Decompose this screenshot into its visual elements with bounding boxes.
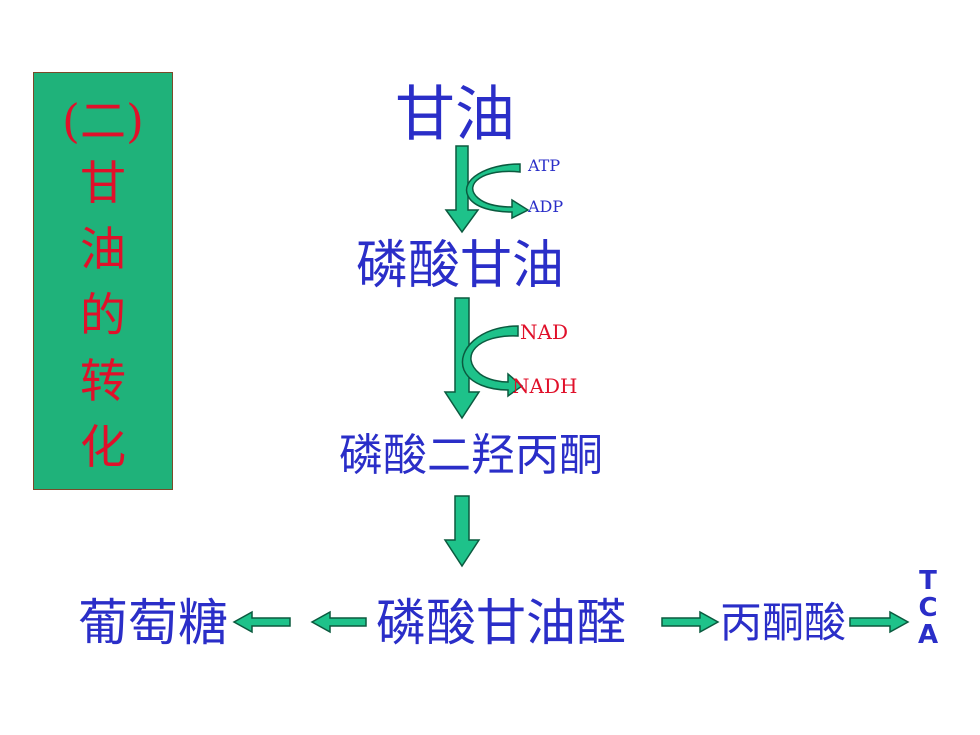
glycerol-phosphate-node: 磷酸甘油 (355, 236, 564, 296)
pyruvate-node: 丙酮酸 (719, 598, 846, 647)
tca-letter: A (917, 620, 939, 650)
tca-letter: C (918, 593, 938, 623)
title-panel: (二) 甘 油 的 转 化 (33, 72, 173, 490)
adp-label: ADP (528, 197, 564, 216)
down-arrow-2 (443, 297, 481, 420)
title-char: 甘 (80, 156, 126, 210)
right-arrow-2 (849, 610, 910, 634)
glycerol-node: 甘油 (395, 80, 515, 150)
title-char: 转 (80, 354, 126, 408)
tca-node: T C A (908, 568, 948, 649)
atp-label: ATP (528, 156, 561, 175)
atp-adp-curve-arrow (465, 163, 530, 220)
title-char: 的 (80, 288, 126, 342)
title-section-number: (二) (62, 94, 144, 148)
dhap-node: 磷酸二羟丙酮 (339, 430, 603, 481)
down-arrow-1 (444, 145, 480, 234)
left-arrow-1 (232, 610, 291, 634)
title-char: 油 (80, 222, 126, 276)
title-char: 化 (80, 420, 126, 474)
right-arrow-1 (661, 610, 720, 634)
tca-letter: T (919, 566, 937, 596)
nad-nadh-curve-arrow (461, 325, 524, 398)
down-arrow-3 (443, 495, 481, 568)
glucose-node: 葡萄糖 (78, 594, 228, 652)
left-arrow-2 (310, 610, 367, 634)
g3p-node: 磷酸甘油醛 (376, 594, 626, 652)
nadh-label: NADH (512, 374, 578, 398)
nad-label: NAD (520, 320, 568, 344)
